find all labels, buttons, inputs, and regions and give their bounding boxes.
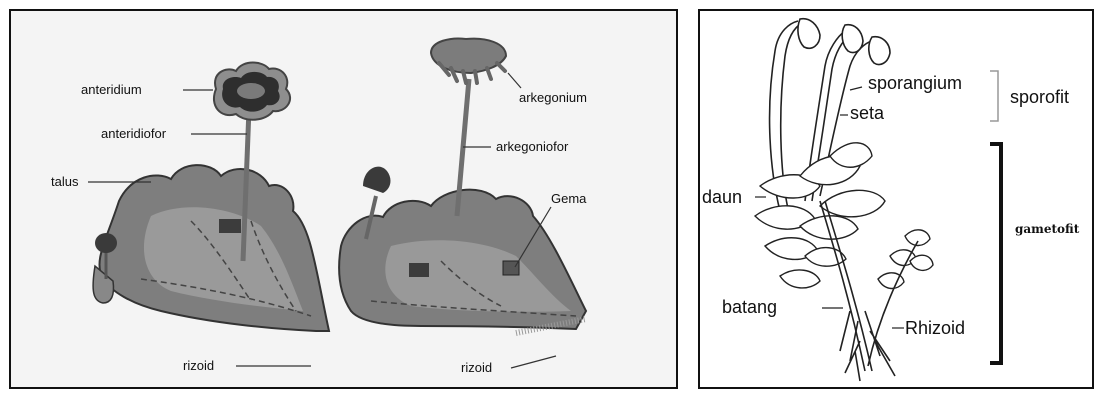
label-anteridium: anteridium (81, 82, 142, 97)
label-sporofit: sporofit (1010, 87, 1069, 107)
liverwort-illustration: anteridium anteridiofor talus rizoid ark… (11, 11, 676, 387)
label-gametofit: gametofit (1015, 222, 1080, 236)
liverwort-diagram-panel: anteridium anteridiofor talus rizoid ark… (9, 9, 678, 389)
label-sporangium: sporangium (868, 73, 962, 93)
male-thallus (93, 165, 329, 331)
label-rhizoid: Rhizoid (905, 318, 965, 338)
label-daun: daun (702, 187, 742, 207)
label-batang: batang (722, 297, 777, 317)
label-arkegoniofor: arkegoniofor (496, 139, 569, 154)
label-gema: Gema (551, 191, 587, 206)
label-talus: talus (51, 174, 79, 189)
label-anteridiofor: anteridiofor (101, 126, 167, 141)
label-rizoid-1: rizoid (183, 358, 214, 373)
moss-illustration: sporangium seta sporofit daun gametofit … (700, 11, 1092, 387)
moss-diagram-panel: sporangium seta sporofit daun gametofit … (698, 9, 1094, 389)
female-thallus (339, 167, 586, 333)
label-rizoid-2: rizoid (461, 360, 492, 375)
label-seta: seta (850, 103, 885, 123)
label-arkegonium: arkegonium (519, 90, 587, 105)
